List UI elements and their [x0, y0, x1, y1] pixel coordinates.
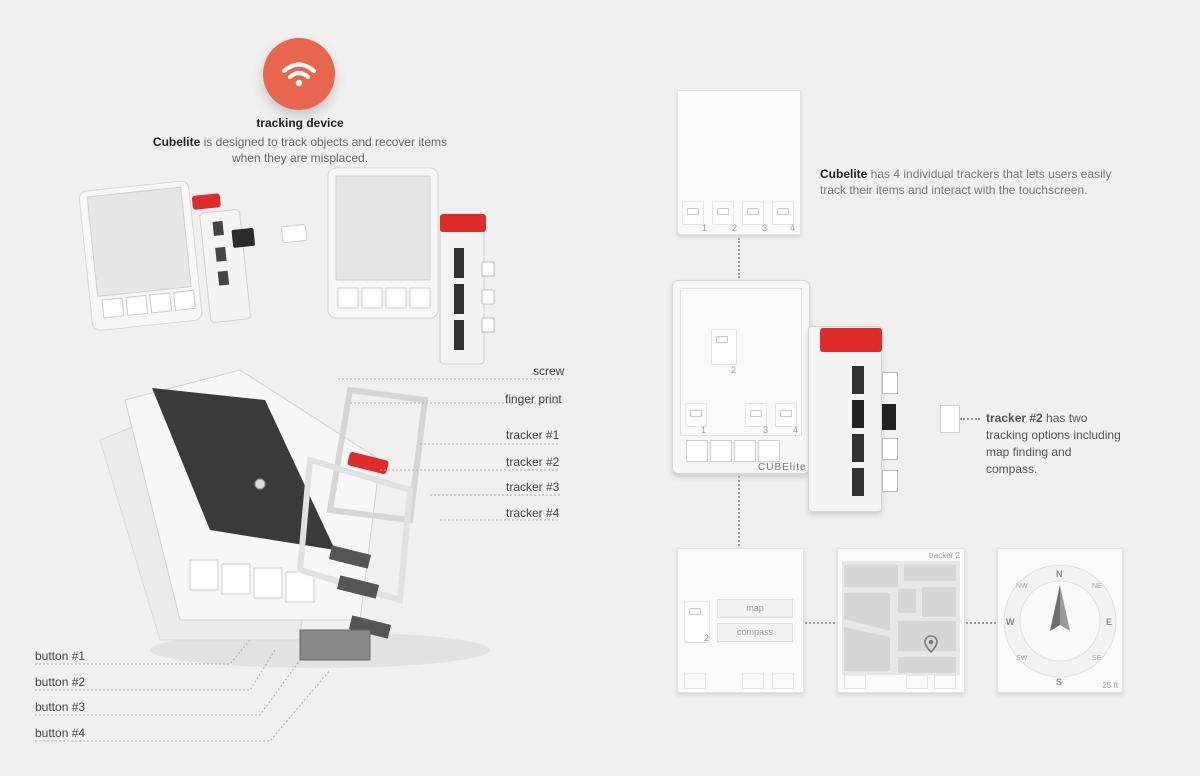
map-option-button[interactable]: map — [717, 599, 793, 618]
device-render-angled — [327, 167, 495, 365]
map-pin-icon — [924, 635, 938, 653]
label-tracker-4: tracker #4 — [506, 506, 560, 520]
slot-number-2: 2 — [732, 223, 738, 233]
label-button-4: button #4 — [35, 726, 86, 740]
label-button-3: button #3 — [35, 700, 86, 714]
header-description: Cubelite is designed to track objects an… — [150, 134, 450, 166]
slot-number-1: 1 — [702, 223, 708, 233]
compass-ne: NE — [1092, 583, 1102, 590]
device-center: 2 1 3 4 CUBElite — [672, 280, 904, 512]
compass-sw: SW — [1016, 655, 1028, 662]
compass-n: N — [1056, 569, 1063, 579]
label-tracker-2: tracker #2 — [506, 455, 560, 469]
map-header: tracker 2 — [928, 551, 960, 560]
center-slot-1-number: 1 — [701, 425, 707, 435]
brand-name-right: Cubelite — [820, 167, 868, 181]
label-button-1: button #1 — [35, 649, 86, 663]
label-screw: screw — [533, 364, 565, 378]
compass-option-button[interactable]: compass — [717, 623, 793, 642]
distance-readout: 25 ft — [1102, 681, 1118, 690]
compass-e: E — [1106, 617, 1113, 627]
compass-dial — [1003, 564, 1117, 678]
slot-number-4: 4 — [790, 223, 796, 233]
device-logo: CUBElite — [758, 462, 807, 473]
center-slot-3-number: 3 — [763, 425, 769, 435]
map-view — [842, 561, 960, 675]
detached-tracker-2 — [940, 405, 960, 433]
tracker-screen-top: 1 2 3 4 — [677, 90, 801, 235]
trackers-note-text: has 4 individual trackers that lets user… — [820, 167, 1112, 197]
map-screen: tracker 2 — [837, 548, 965, 693]
center-slot-2-number: 2 — [731, 365, 737, 375]
compass-w: W — [1006, 617, 1015, 627]
center-slot-4-number: 4 — [793, 425, 799, 435]
label-button-2: button #2 — [35, 675, 86, 689]
label-tracker-3: tracker #3 — [506, 480, 560, 494]
tracker2-note-text: has two tracking options including map f… — [986, 411, 1121, 476]
compass-screen: N S E W NE NW SE SW 25 ft — [997, 548, 1123, 693]
trackers-note: Cubelite has 4 individual trackers that … — [820, 166, 1140, 198]
slot-number-3: 3 — [762, 223, 768, 233]
compass-se: SE — [1092, 655, 1102, 662]
header-description-text: is designed to track objects and recover… — [200, 135, 448, 165]
tracker2-note: tracker #2 has two tracking options incl… — [986, 410, 1121, 478]
compass-s: S — [1056, 677, 1063, 687]
compass-nw: NW — [1016, 583, 1028, 590]
brand-name: Cubelite — [152, 135, 201, 149]
label-tracker-1: tracker #1 — [506, 428, 560, 442]
options-slot-number: 2 — [704, 633, 710, 643]
exploded-device-view — [99, 369, 490, 668]
label-finger-print: finger print — [505, 392, 562, 406]
wifi-badge — [263, 38, 335, 110]
tracker2-name: tracker #2 — [986, 411, 1043, 425]
page-title: tracking device — [256, 116, 344, 130]
device-render-front — [78, 180, 308, 331]
wifi-icon — [282, 62, 316, 87]
tracking-options-screen: 2 map compass — [677, 548, 804, 693]
